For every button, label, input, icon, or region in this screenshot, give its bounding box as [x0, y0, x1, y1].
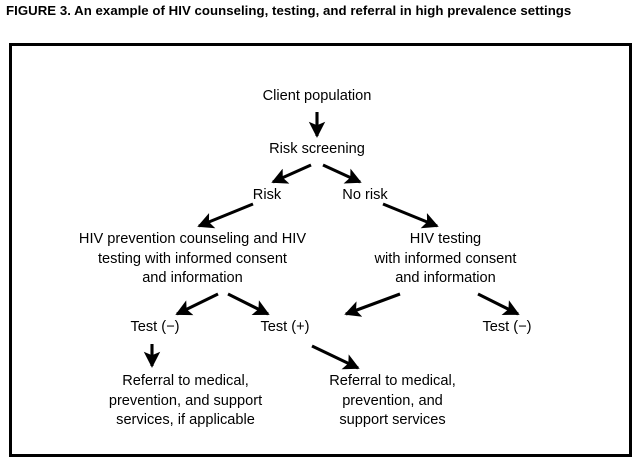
figure-caption: FIGURE 3. An example of HIV counseling, …	[6, 3, 572, 18]
node-referral-left: Referral to medical, prevention, and sup…	[108, 373, 263, 428]
node-hiv-prevention-counseling: HIV prevention counseling and HIV testin…	[78, 231, 307, 286]
figure-frame	[9, 43, 632, 457]
node-client-population: Client population	[262, 88, 372, 104]
node-referral-right: Referral to medical, prevention, and sup…	[329, 373, 456, 428]
node-no-risk: No risk	[342, 187, 388, 203]
node-test-negative-left: Test (−)	[130, 319, 180, 335]
node-risk: Risk	[252, 187, 282, 203]
node-hiv-testing: HIV testing with informed consent and in…	[374, 231, 517, 286]
node-test-negative-right: Test (−)	[482, 319, 532, 335]
node-test-positive: Test (+)	[260, 319, 310, 335]
node-risk-screening: Risk screening	[269, 141, 365, 157]
